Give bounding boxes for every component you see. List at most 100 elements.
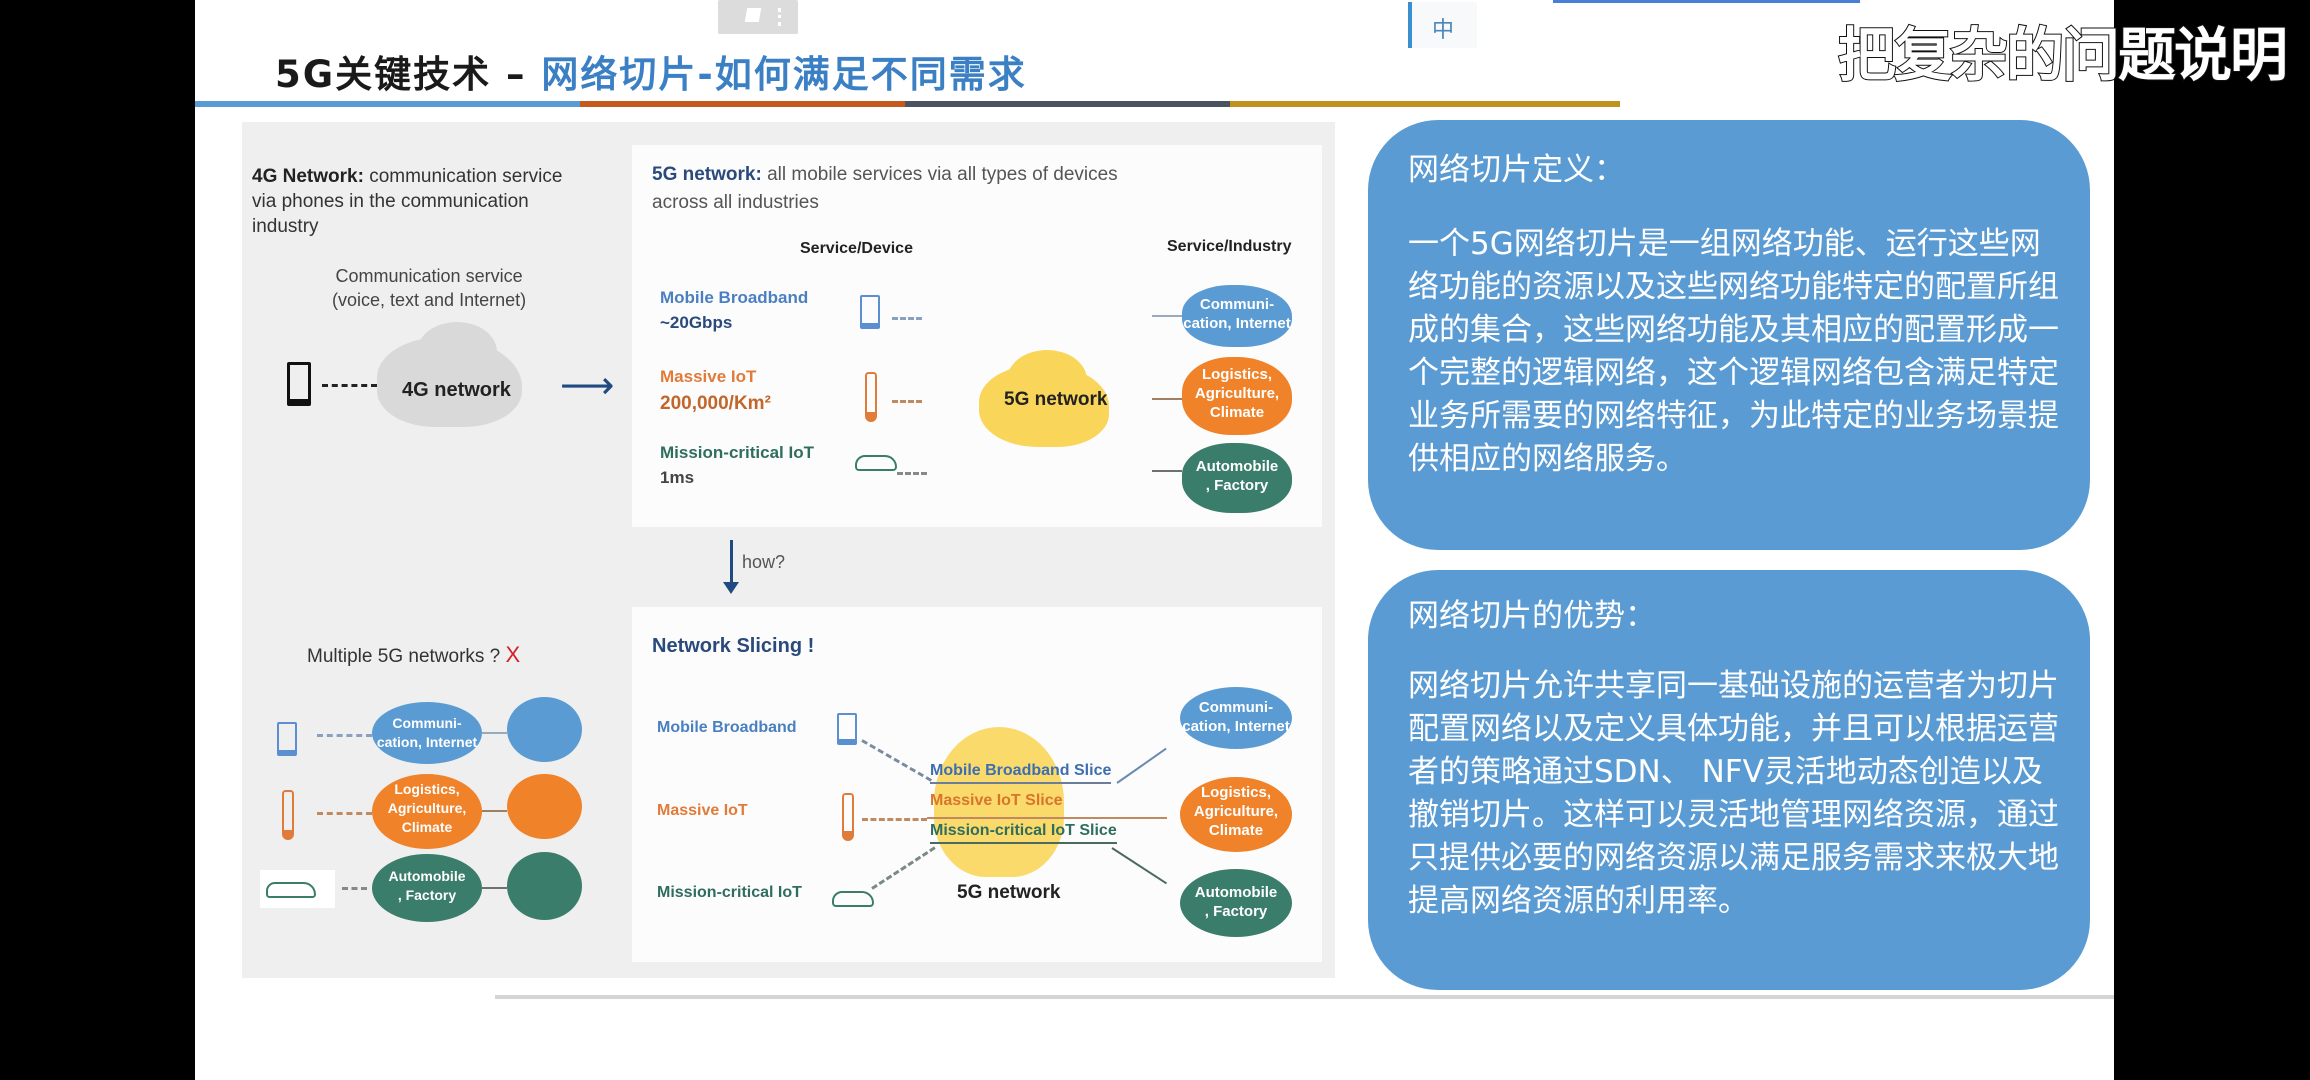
more-dots-icon: [778, 8, 784, 26]
mcomm-l2: cation, Internet: [376, 734, 478, 750]
dash-m3: [342, 887, 367, 890]
multi-cloud-logistics-label: Logistics, Agriculture, Climate: [372, 780, 482, 837]
industry-cloud-auto-label: Automobile , Factory: [1182, 457, 1292, 495]
mlog-l1: Logistics,: [394, 781, 460, 797]
multi-core-cloud-blue: [507, 697, 582, 762]
slice-mbb: Mobile Broadband Slice: [930, 762, 1112, 784]
bottom-divider: [495, 995, 2114, 999]
phone-icon: [860, 295, 880, 329]
slice-miot: Massive IoT Slice: [930, 792, 1063, 809]
mlog-l3: Climate: [401, 819, 453, 835]
slicing-heading: Network Slicing !: [652, 635, 815, 657]
fiveg-box: 5G network: all mobile services via all …: [632, 145, 1322, 527]
title-sub: 网络切片-如何满足不同需求: [541, 53, 1027, 96]
line-m1: [482, 732, 507, 734]
row-miot: Massive IoT 200,000/Km²: [660, 363, 771, 417]
pen-icon: [744, 8, 762, 22]
slog-l3: Climate: [1208, 822, 1264, 839]
col-industry-label: Service/Industry: [1167, 238, 1292, 255]
fiveg-heading-rest: all mobile services via all types of dev…: [761, 164, 1118, 185]
multi-core-cloud-orange: [507, 774, 582, 839]
row-mbb-metric: ~20Gbps: [660, 313, 733, 332]
slide-toolbar-button[interactable]: [718, 0, 798, 34]
slicing-cloud-comm: [1180, 687, 1292, 749]
industry-cloud-comm-label: Communi-cation, Internet: [1182, 295, 1292, 333]
thermometer-icon: [865, 372, 877, 422]
line-logistics: [1152, 398, 1182, 400]
dash-slice-mbb: [861, 739, 933, 782]
industry-cloud-auto: [1182, 443, 1292, 513]
log-line1: Logistics,: [1201, 366, 1272, 383]
advantage-heading: 网络切片的优势：: [1408, 598, 1656, 634]
slicing-box: Network Slicing ! Mobile Broadband Massi…: [632, 607, 1322, 962]
language-badge[interactable]: 中: [1408, 2, 1477, 48]
car-icon: [266, 882, 316, 898]
slicing-row-mciot: Mission-critical IoT: [657, 884, 802, 901]
slicing-cloud-auto-label: Automobile, Factory: [1180, 883, 1292, 921]
fiveg-cloud-label: 5G network: [1004, 389, 1108, 410]
slide-title: 5G关键技术 – 网络切片-如何满足不同需求: [275, 44, 1027, 98]
slice-mciot-link: [1111, 847, 1168, 885]
auto-line1: Automobile: [1195, 458, 1279, 475]
log-line2: Agriculture,: [1194, 385, 1280, 402]
car-icon-box: [260, 870, 335, 908]
divider-gold: [1230, 101, 1620, 107]
comm-line2: cation, Internet: [1183, 315, 1291, 332]
presentation-slide: 中 5G关键技术 – 网络切片-如何满足不同需求 4G Network: com…: [195, 0, 2114, 1080]
slicing-cloud-comm-label: Communi-cation, Internet: [1180, 698, 1292, 736]
thermometer-icon: [282, 790, 294, 840]
dashed-connector: [322, 384, 377, 387]
fourg-heading-rest: communication service: [363, 166, 563, 187]
slicing-cloud-logistics: [1180, 777, 1292, 852]
comm-line1: Communi-: [1199, 296, 1275, 313]
row-miot-metric: 200,000/Km²: [660, 393, 771, 414]
line-m2: [482, 810, 507, 812]
mauto-l1: Automobile: [388, 868, 466, 884]
slog-l1: Logistics,: [1200, 784, 1271, 801]
slice-miot-line: [927, 817, 1167, 819]
definition-body: 一个5G网络切片是一组网络功能、运行这些网络功能的资源以及这些网络功能特定的配置…: [1408, 226, 2059, 477]
line-m3: [482, 887, 507, 889]
row-mbb-name: Mobile Broadband: [660, 288, 809, 307]
slicing-row-mbb: Mobile Broadband: [657, 719, 797, 736]
multiple-text: Multiple 5G networks ?: [307, 646, 501, 667]
sauto-l1: Automobile: [1194, 884, 1278, 901]
phone-icon: [837, 713, 857, 745]
row-mbb: Mobile Broadband ~20Gbps: [660, 285, 808, 335]
car-icon: [855, 455, 897, 471]
fourg-heading-line2: via phones in the communication: [252, 191, 529, 212]
multi-cloud-logistics: [372, 774, 482, 849]
row-mciot-name: Mission-critical IoT: [660, 443, 814, 462]
auto-line2: , Factory: [1205, 477, 1269, 494]
definition-heading: 网络切片定义：: [1408, 152, 1625, 188]
multi-core-cloud-green: [507, 852, 582, 920]
multi-cloud-auto: [372, 854, 482, 922]
row-miot-name: Massive IoT: [660, 367, 757, 386]
dash-slice-mciot: [871, 846, 936, 890]
fourg-heading-line3: industry: [252, 216, 319, 237]
fourg-service: Communication service (voice, text and I…: [332, 264, 526, 312]
x-mark-icon: X: [505, 642, 521, 667]
top-progress-bar: [1553, 0, 1860, 3]
down-arrowhead: [723, 582, 739, 594]
dash-m2: [317, 812, 372, 815]
multiple-label: Multiple 5G networks ? X: [307, 642, 520, 668]
fourg-service-line1: Communication service: [335, 266, 523, 286]
mauto-l2: , Factory: [397, 887, 457, 903]
scomm-l1: Communi-: [1198, 699, 1274, 716]
car-icon: [832, 891, 874, 907]
right-arrow-icon: ⟶: [560, 365, 615, 407]
fourg-cloud-puff: [417, 322, 497, 382]
slicing-5g-cloud: [934, 727, 1064, 877]
slicing-cloud-auto: [1180, 869, 1292, 937]
dash-mciot: [897, 472, 927, 475]
row-mciot-metric: 1ms: [660, 468, 695, 487]
definition-panel: 网络切片定义： 一个5G网络切片是一组网络功能、运行这些网络功能的资源以及这些网…: [1368, 120, 2090, 550]
fiveg-cloud-puff: [1007, 350, 1087, 410]
multi-cloud-comm: [372, 702, 482, 764]
dash-miot: [892, 400, 922, 403]
video-caption: 把复杂的问题说明: [1837, 20, 2289, 90]
slog-l2: Agriculture,: [1193, 803, 1279, 820]
dash-m1: [317, 734, 372, 737]
mlog-l2: Agriculture,: [387, 800, 467, 816]
